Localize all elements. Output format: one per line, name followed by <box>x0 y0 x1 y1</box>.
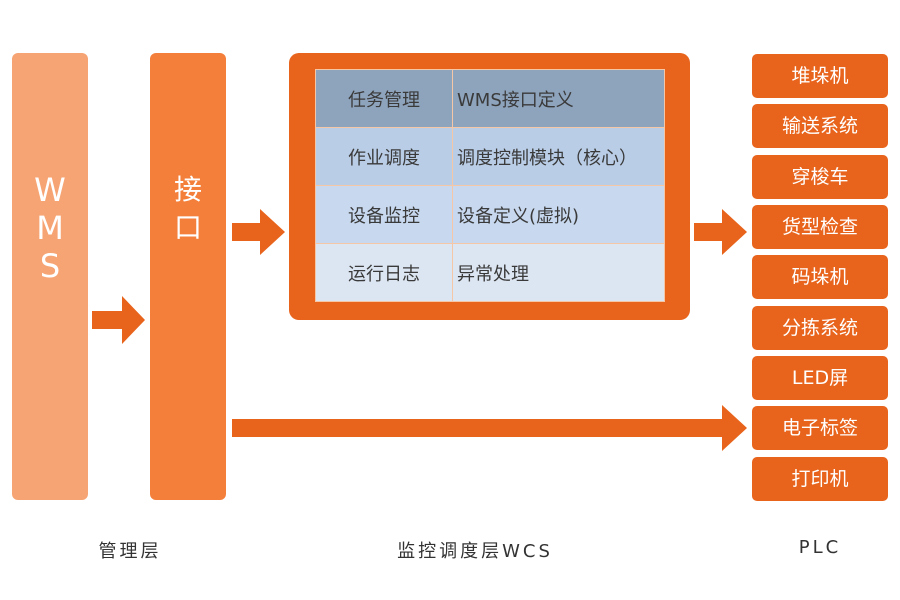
table-cell-detail: 异常处理 <box>452 243 665 302</box>
plc-device-e-label: 电子标签 <box>752 406 888 450</box>
wms-column: W M S <box>12 53 88 500</box>
interface-column-label: 接 口 <box>150 171 226 247</box>
wms-letter: S <box>39 247 61 285</box>
table-cell-module: 运行日志 <box>315 243 453 302</box>
interface-char: 接 <box>173 173 202 206</box>
plc-device-printer: 打印机 <box>752 457 888 501</box>
table-row: 任务管理 WMS接口定义 <box>315 69 665 128</box>
plc-device-sorter: 分拣系统 <box>752 306 888 350</box>
label-management-layer: 管理层 <box>98 541 162 562</box>
plc-device-palletizer: 码垛机 <box>752 255 888 299</box>
plc-device-cargo-check: 货型检查 <box>752 205 888 249</box>
table-cell-detail: 调度控制模块（核心） <box>452 127 665 186</box>
table-cell-module: 任务管理 <box>315 69 453 128</box>
wcs-function-table: 任务管理 WMS接口定义 作业调度 调度控制模块（核心） 设备监控 设备定义(虚… <box>315 69 665 302</box>
plc-device-led-screen: LED屏 <box>752 356 888 400</box>
table-row: 设备监控 设备定义(虚拟) <box>315 185 665 244</box>
plc-device-stacker-crane: 堆垛机 <box>752 54 888 98</box>
wms-column-label: W M S <box>12 171 88 285</box>
interface-column: 接 口 <box>150 53 226 500</box>
arrow-wms-to-interface <box>92 296 145 344</box>
plc-device-shuttle: 穿梭车 <box>752 155 888 199</box>
table-cell-detail: 设备定义(虚拟) <box>452 185 665 244</box>
wms-letter: W <box>34 171 66 209</box>
arrow-interface-to-plc <box>232 405 747 451</box>
wms-letter: M <box>36 209 64 247</box>
interface-char: 口 <box>173 211 202 244</box>
table-cell-module: 作业调度 <box>315 127 453 186</box>
table-row: 运行日志 异常处理 <box>315 243 665 302</box>
arrow-interface-to-wcs <box>232 209 285 255</box>
label-plc-layer: PLC <box>798 537 842 558</box>
table-row: 作业调度 调度控制模块（核心） <box>315 127 665 186</box>
arrow-wcs-to-plc <box>694 209 747 255</box>
plc-device-conveyor: 输送系统 <box>752 104 888 148</box>
label-wcs-layer: 监控调度层WCS <box>397 541 553 562</box>
wcs-panel: 任务管理 WMS接口定义 作业调度 调度控制模块（核心） 设备监控 设备定义(虚… <box>289 53 690 320</box>
table-cell-detail: WMS接口定义 <box>452 69 665 128</box>
table-cell-module: 设备监控 <box>315 185 453 244</box>
